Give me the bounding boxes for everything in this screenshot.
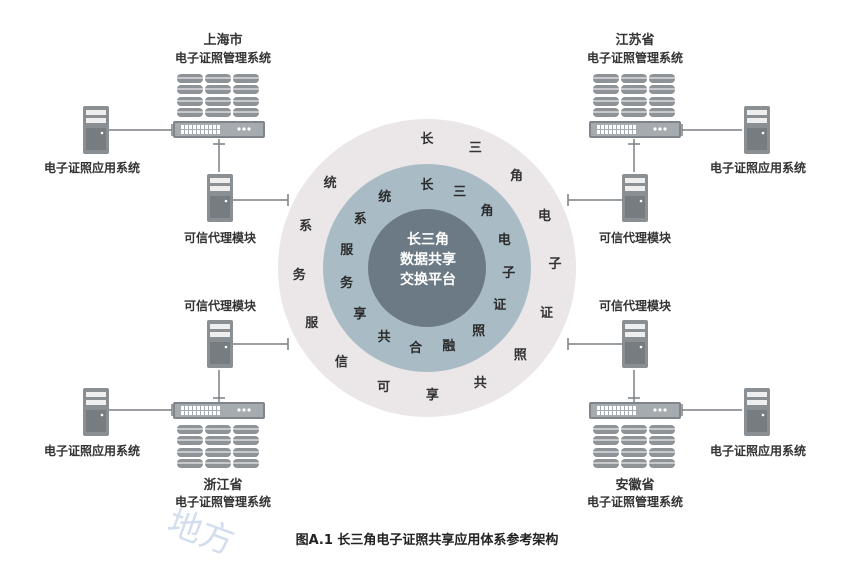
zhejiang-name: 浙江省 xyxy=(203,478,243,493)
outer-ring-char: 可 xyxy=(377,380,391,396)
anhui-server-rack xyxy=(589,402,681,419)
shanghai-db-stacks xyxy=(177,74,259,117)
zhejiang-proxy-tower xyxy=(207,320,233,368)
outer-ring-char: 长 xyxy=(420,132,434,147)
middle-ring-char: 融 xyxy=(442,339,456,355)
shanghai-system-label: 电子证照管理系统 xyxy=(174,51,271,65)
shanghai-server-rack xyxy=(173,121,265,138)
zhejiang-system-label: 电子证照管理系统 xyxy=(174,495,271,509)
shanghai-trust-module-label: 可信代理模块 xyxy=(183,231,256,245)
outer-ring-char: 照 xyxy=(513,347,527,363)
jiangsu-db-stacks xyxy=(593,74,675,117)
zhejiang-app-tower xyxy=(83,388,109,436)
middle-ring-char: 合 xyxy=(409,341,423,357)
core-line: 长三角 xyxy=(407,232,449,248)
zhejiang-app-system-label: 电子证照应用系统 xyxy=(43,444,140,458)
core-line: 交换平台 xyxy=(400,272,456,288)
middle-ring-char: 角 xyxy=(480,204,494,220)
outer-ring-char: 信 xyxy=(334,355,348,371)
middle-ring-char: 系 xyxy=(353,212,367,228)
anhui-system-label: 电子证照管理系统 xyxy=(586,495,683,509)
shanghai-name: 上海市 xyxy=(203,33,243,48)
middle-ring-char: 务 xyxy=(340,276,354,292)
jiangsu-app-system-label: 电子证照应用系统 xyxy=(709,161,806,175)
shanghai-app-tower xyxy=(83,106,109,154)
outer-ring-char: 三 xyxy=(468,141,482,157)
jiangsu-proxy-tower xyxy=(622,174,648,222)
connector-lines xyxy=(108,124,742,416)
anhui-db-stacks xyxy=(593,425,675,468)
zhejiang-db-stacks xyxy=(177,425,259,468)
outer-ring-char: 子 xyxy=(548,257,562,273)
middle-ring-char: 服 xyxy=(340,242,354,258)
middle-ring-char: 三 xyxy=(453,184,467,200)
jiangsu-trust-module-label: 可信代理模块 xyxy=(598,231,671,245)
outer-ring-char: 共 xyxy=(473,376,487,392)
outer-ring-char: 电 xyxy=(537,209,551,225)
middle-ring-char: 照 xyxy=(472,323,486,339)
middle-ring-char: 长 xyxy=(420,178,434,193)
core-circle xyxy=(368,209,486,327)
jiangsu-server-rack xyxy=(589,121,681,138)
zhejiang-server-rack xyxy=(173,402,265,419)
jiangsu-system-label: 电子证照管理系统 xyxy=(586,51,683,65)
anhui-trust-module-label: 可信代理模块 xyxy=(598,299,671,313)
anhui-app-system-label: 电子证照应用系统 xyxy=(709,444,806,458)
anhui-app-tower xyxy=(744,388,770,436)
outer-ring-char: 系 xyxy=(299,219,313,235)
anhui-name: 安徽省 xyxy=(615,478,655,493)
middle-ring-char: 共 xyxy=(377,329,391,345)
outer-ring-char: 统 xyxy=(323,176,337,192)
core-line: 数据共享 xyxy=(400,252,456,268)
figure-caption: 图A.1 长三角电子证照共享应用体系参考架构 xyxy=(295,533,559,548)
outer-ring-char: 享 xyxy=(425,387,439,403)
middle-ring-char: 统 xyxy=(378,189,392,205)
core-platform-label: 长三角 数据共享 交换平台 xyxy=(378,230,478,290)
zhejiang-trust-module-label: 可信代理模块 xyxy=(183,299,256,313)
shanghai-proxy-tower xyxy=(207,174,233,222)
outer-ring-char: 角 xyxy=(510,168,524,184)
middle-ring-char: 享 xyxy=(353,307,367,323)
middle-ring-char: 证 xyxy=(493,297,507,313)
anhui-proxy-tower xyxy=(622,320,648,368)
outer-ring-char: 证 xyxy=(539,305,553,321)
outer-ring-char: 务 xyxy=(292,268,306,284)
middle-ring-char: 电 xyxy=(497,232,511,248)
shanghai-app-system-label: 电子证照应用系统 xyxy=(43,161,140,175)
outer-ring-char: 服 xyxy=(305,315,319,331)
jiangsu-app-tower xyxy=(744,106,770,154)
jiangsu-name: 江苏省 xyxy=(615,33,655,48)
middle-ring-char: 子 xyxy=(502,265,516,281)
